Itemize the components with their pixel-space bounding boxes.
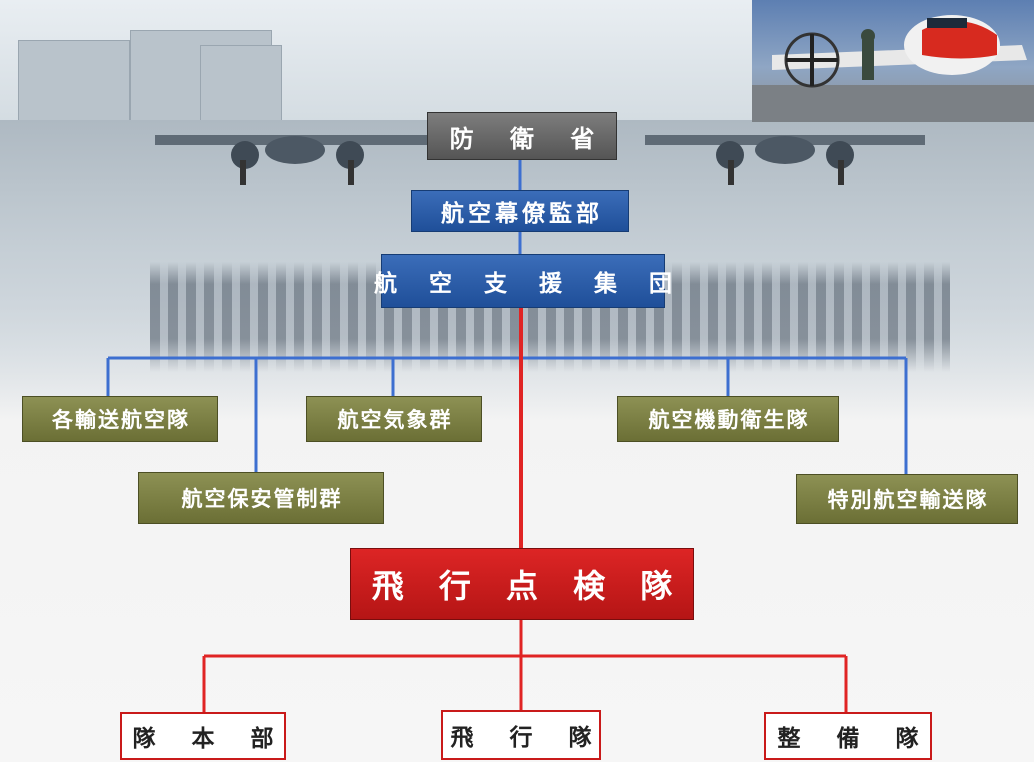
- ministry-of-defense-box: 防 衛 省: [427, 112, 617, 160]
- air-support-command-box: 航 空 支 援 集 団: [374, 254, 672, 308]
- hangar-left: [18, 40, 130, 122]
- headquarters-box: 隊 本 部: [120, 712, 286, 760]
- flight-check-group-box: 飛 行 点 検 隊: [350, 548, 694, 620]
- aeromedical-unit-box: 航空機動衛生隊: [617, 396, 839, 442]
- aircraft-left-icon: [155, 135, 435, 185]
- red-white-aircraft-icon: [752, 15, 1034, 122]
- hangar-right: [200, 45, 282, 122]
- special-airlift-group-box: 特別航空輸送隊: [796, 474, 1018, 524]
- aircraft-right-icon: [645, 135, 925, 185]
- airlift-wings-box: 各輸送航空隊: [22, 396, 218, 442]
- weather-group-box: 航空気象群: [306, 396, 482, 442]
- air-staff-office-box: 航空幕僚監部: [411, 190, 629, 232]
- maintenance-squadron-box: 整 備 隊: [764, 712, 932, 760]
- traffic-control-group-box: 航空保安管制群: [138, 472, 384, 524]
- flight-squadron-box: 飛 行 隊: [441, 710, 601, 760]
- inset-aircraft-photo: [752, 0, 1034, 122]
